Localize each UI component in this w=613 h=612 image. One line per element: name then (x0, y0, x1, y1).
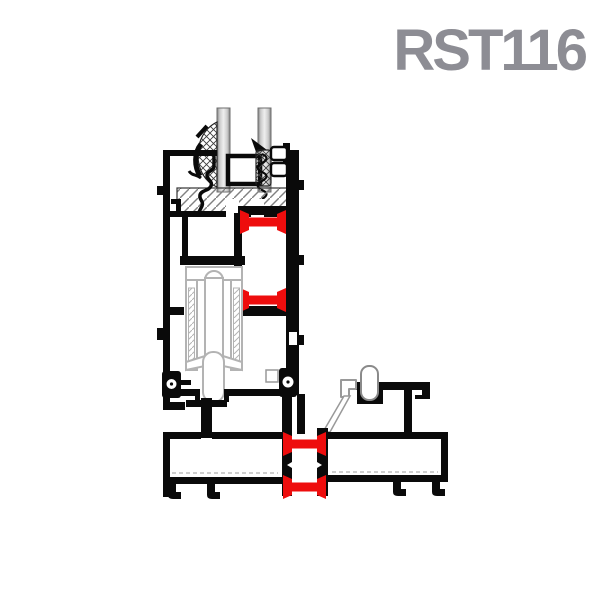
sill-right-wall (441, 432, 448, 482)
drawing-code: RST116 (393, 18, 588, 83)
screw-port-foot (168, 484, 181, 499)
sash-thermal-breaks (240, 210, 286, 312)
guide-clip (340, 379, 357, 398)
sill-right-bottom (328, 475, 448, 482)
roller-housing-top (180, 256, 245, 265)
roller-carriage (185, 266, 243, 403)
glazing-clamp-bottom (269, 161, 289, 178)
sash-bottom (162, 368, 297, 402)
rail-arm (352, 382, 430, 390)
glazing-spacer-bar (225, 153, 263, 187)
track-rail-center (163, 398, 227, 438)
sash-to-sill-web (297, 394, 305, 434)
right-outer-wall (286, 150, 299, 395)
sill-channel-right-wall (317, 428, 328, 496)
sill-left-wall (163, 432, 170, 497)
sill-thermal-breaks (283, 432, 326, 499)
screw-port-foot (432, 482, 445, 496)
screw-port-foot (393, 482, 406, 496)
sill-thermal-break-upper (283, 432, 326, 456)
glazing-clamp-top (269, 145, 289, 162)
thermal-break-upper (240, 210, 286, 234)
sill-thermal-break-lower (283, 475, 326, 499)
track-rail-right (321, 365, 430, 435)
internal-webs (197, 155, 216, 214)
roller-wheel (202, 351, 225, 403)
rail-cap-pin (360, 365, 379, 401)
thermal-channel-left-wall (234, 213, 242, 309)
rail-post-right (404, 390, 412, 435)
sash-profile (157, 150, 304, 410)
brush-seal-right (265, 368, 297, 397)
weather-strip (321, 395, 352, 433)
top-cap (163, 150, 217, 156)
left-outer-wall (163, 150, 170, 410)
rail-post (201, 398, 212, 438)
brush-seal-left (162, 371, 191, 398)
sill-left-bottom (163, 477, 284, 484)
screw-port-foot (207, 484, 220, 499)
